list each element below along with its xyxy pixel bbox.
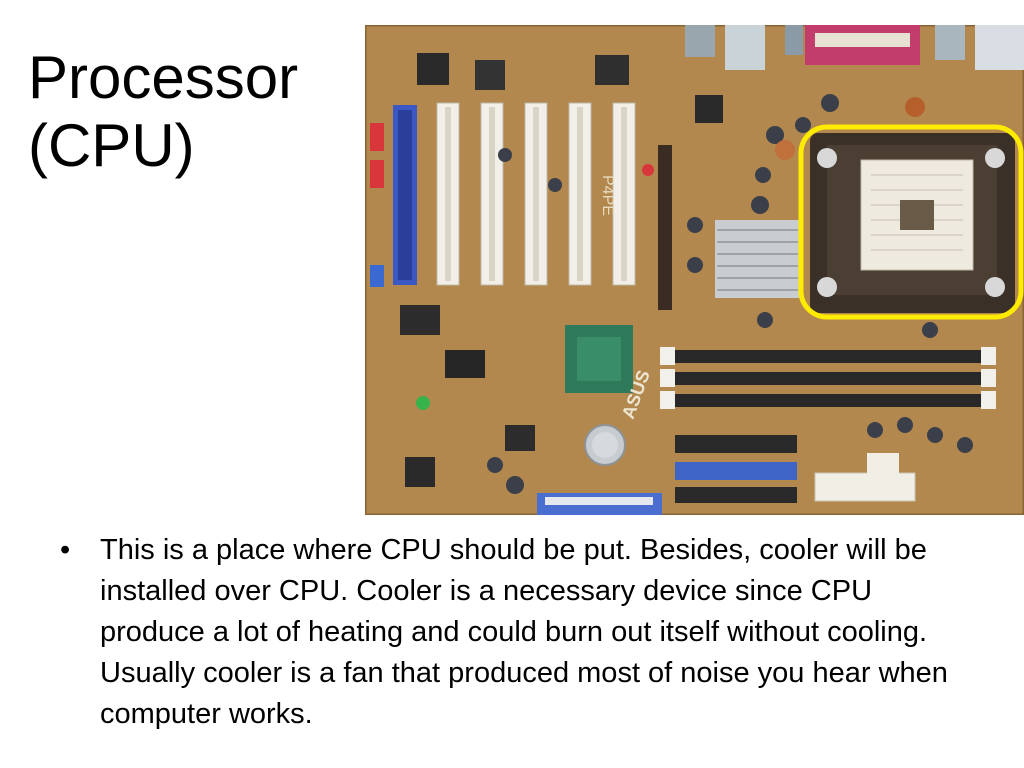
audio-port xyxy=(975,25,1024,70)
ide-connector xyxy=(675,435,797,453)
usb-port xyxy=(935,25,965,60)
ide-connector-blue xyxy=(675,462,797,480)
cpu-highlight-box xyxy=(798,124,1024,320)
cpu-socket xyxy=(810,133,1015,313)
pci-slots xyxy=(436,102,636,286)
chip xyxy=(417,53,449,85)
capacitors xyxy=(487,94,973,494)
motherboard-photo: P4PE xyxy=(365,25,1024,515)
atx-power-connector xyxy=(814,472,916,502)
bullet-list: • This is a place where CPU should be pu… xyxy=(60,530,980,735)
board-label: P4PE xyxy=(599,175,616,216)
list-item: • This is a place where CPU should be pu… xyxy=(60,530,980,735)
title-line-1: Processor xyxy=(28,44,299,111)
back-panel-port xyxy=(685,25,715,57)
title-line-2: (CPU) xyxy=(28,112,195,179)
motherboard-illustration: P4PE xyxy=(365,25,1024,515)
back-panel-port xyxy=(725,25,765,70)
bullet-text: This is a place where CPU should be put.… xyxy=(100,534,948,730)
slide-title: Processor (CPU) xyxy=(28,44,358,180)
bullet-marker: • xyxy=(60,534,71,566)
ram-slots xyxy=(660,347,996,409)
heatsink xyxy=(715,220,800,298)
